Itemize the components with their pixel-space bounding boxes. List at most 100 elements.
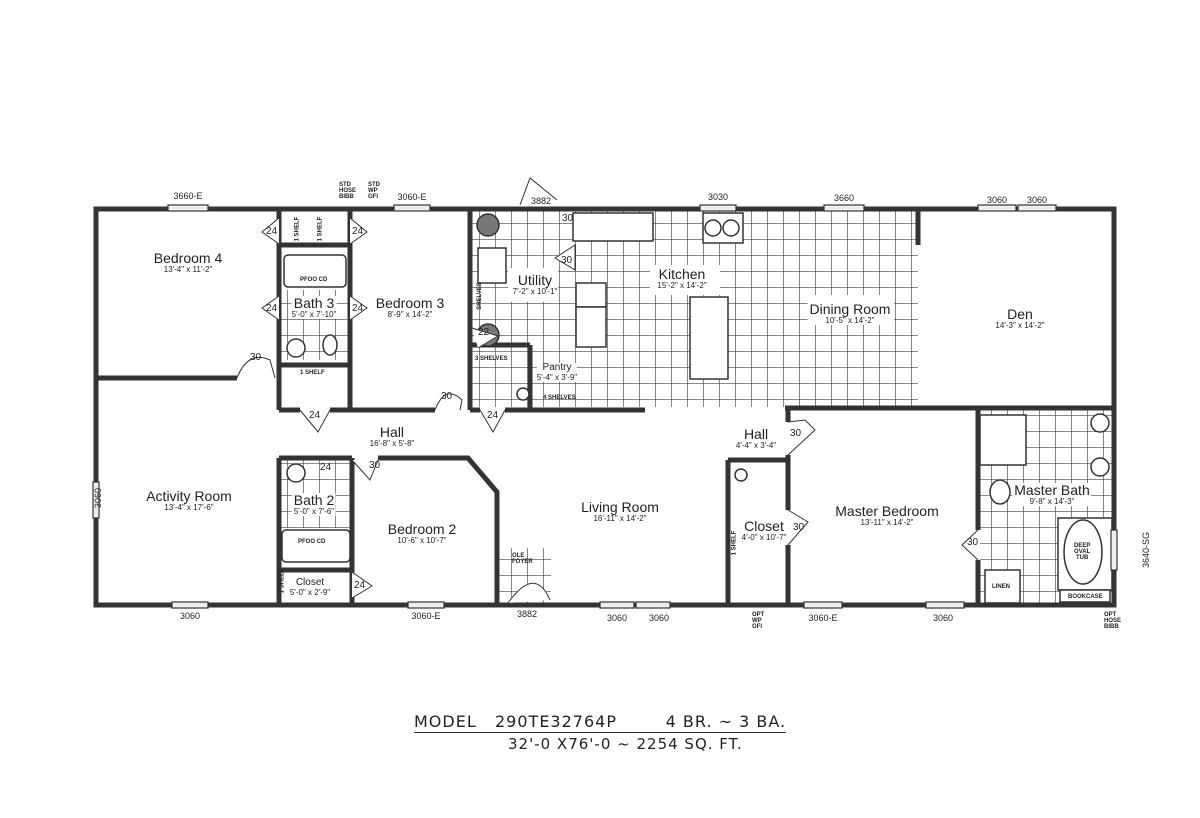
room-name: Closet	[741, 519, 787, 534]
door-size: 30	[562, 213, 574, 224]
door-size: 30	[561, 255, 573, 266]
room-dims: 16'-8" x 5'-8"	[369, 438, 415, 449]
room-name: Master Bath	[1012, 482, 1092, 498]
room-dims: 5'-0" x 7'-6"	[291, 507, 337, 517]
window-label: 3060-E	[397, 192, 427, 202]
room-name: Bath 3	[291, 296, 337, 311]
door-size: 24	[354, 580, 366, 591]
door-swings	[236, 177, 979, 604]
shelf-note: 1 SHELF	[317, 216, 324, 242]
window-label: 3060	[93, 487, 104, 509]
window-label: 3660-E	[173, 191, 203, 201]
model-title: MODEL 290TE32764P 4 BR. ~ 3 BA.	[414, 712, 787, 733]
door-size: 24	[266, 303, 278, 314]
windows-drawing	[92, 204, 1118, 609]
shelf-note: 1 SHELF	[294, 216, 301, 242]
window-label: 3060	[986, 195, 1008, 205]
room-dims: 5'-0" x 2'-9"	[289, 587, 331, 597]
room-name: Utility	[512, 273, 558, 288]
window-label: 3060	[1026, 195, 1048, 205]
room-dims: 4'-4" x 3'-4"	[735, 440, 777, 451]
room-dims: 13'-4" x 17'-6"	[144, 503, 234, 513]
room-dims: 10'-6" x 10'-7"	[385, 536, 459, 546]
room-dims: 13'-4" x 11'-2"	[151, 265, 225, 275]
door-size: 24	[352, 303, 364, 314]
door-size: 30	[250, 352, 262, 363]
shelves-note: SHELVES	[476, 282, 483, 310]
window-label: 3060	[648, 613, 670, 623]
door-size: 30	[967, 537, 979, 548]
room-name: Kitchen	[656, 266, 708, 282]
room-name: Bedroom 2	[385, 521, 459, 537]
room-name: Hall	[735, 427, 777, 442]
window-label: 3060-E	[411, 611, 441, 621]
shelf-note: 1 SHELF	[300, 370, 325, 376]
door-size: 24	[309, 410, 321, 421]
model-dimensions: 32'-0 X76'-0 ~ 2254 SQ. FT.	[508, 735, 743, 753]
door-size: 24	[352, 226, 364, 237]
room-name: Activity Room	[144, 488, 234, 504]
door-size: 30	[441, 391, 453, 402]
linen-note: LINEN	[992, 584, 1010, 590]
bookcase-note: BOOKCASE	[1068, 594, 1103, 600]
room-name: Hall	[369, 425, 415, 440]
room-dims: 5'-4" x 3'-9"	[536, 372, 578, 382]
window-label: 3060	[179, 611, 201, 621]
window-label: 3060	[932, 613, 954, 623]
shelf-note: 1 SHELF	[731, 530, 738, 556]
window-label: 3030	[707, 192, 729, 202]
four-shelves-note: 4 SHELVES	[543, 395, 576, 401]
window-label: 3640-SG	[1141, 531, 1152, 569]
room-dims: 4'-0" x 10'-7"	[741, 532, 787, 543]
tub-note: PFOO CD	[300, 277, 328, 283]
window-label: 3060-E	[808, 613, 838, 623]
door-size: 24	[487, 410, 499, 421]
room-dims: 7'-2" x 10'-1"	[512, 286, 558, 297]
room-name: Closet	[289, 577, 331, 589]
room-name: Living Room	[579, 499, 661, 515]
room-dims: 13'-11" x 14'-2"	[833, 518, 941, 528]
room-name: Pantry	[536, 362, 578, 374]
room-dims: 8'-9" x 14'-2"	[373, 310, 447, 320]
window-label: 3882	[530, 196, 552, 206]
room-name: Bedroom 4	[151, 250, 225, 266]
room-dims: 9'-8" x 14'-3"	[1012, 497, 1092, 507]
window-label: 3060	[606, 613, 628, 623]
window-label: 3882	[516, 609, 538, 619]
fixtures	[281, 212, 1113, 604]
room-name: Dining Room	[807, 301, 893, 317]
window-label: 3660	[833, 193, 855, 203]
room-name: Bedroom 3	[373, 295, 447, 311]
room-dims: 5'-0" x 7'-10"	[291, 309, 337, 320]
room-dims: 14'-3" x 14'-2"	[995, 320, 1045, 331]
door-size: 24	[266, 226, 278, 237]
room-name: Bath 2	[291, 492, 337, 508]
room-name: Den	[995, 307, 1045, 322]
tub-note: PFOO CD	[298, 539, 326, 545]
